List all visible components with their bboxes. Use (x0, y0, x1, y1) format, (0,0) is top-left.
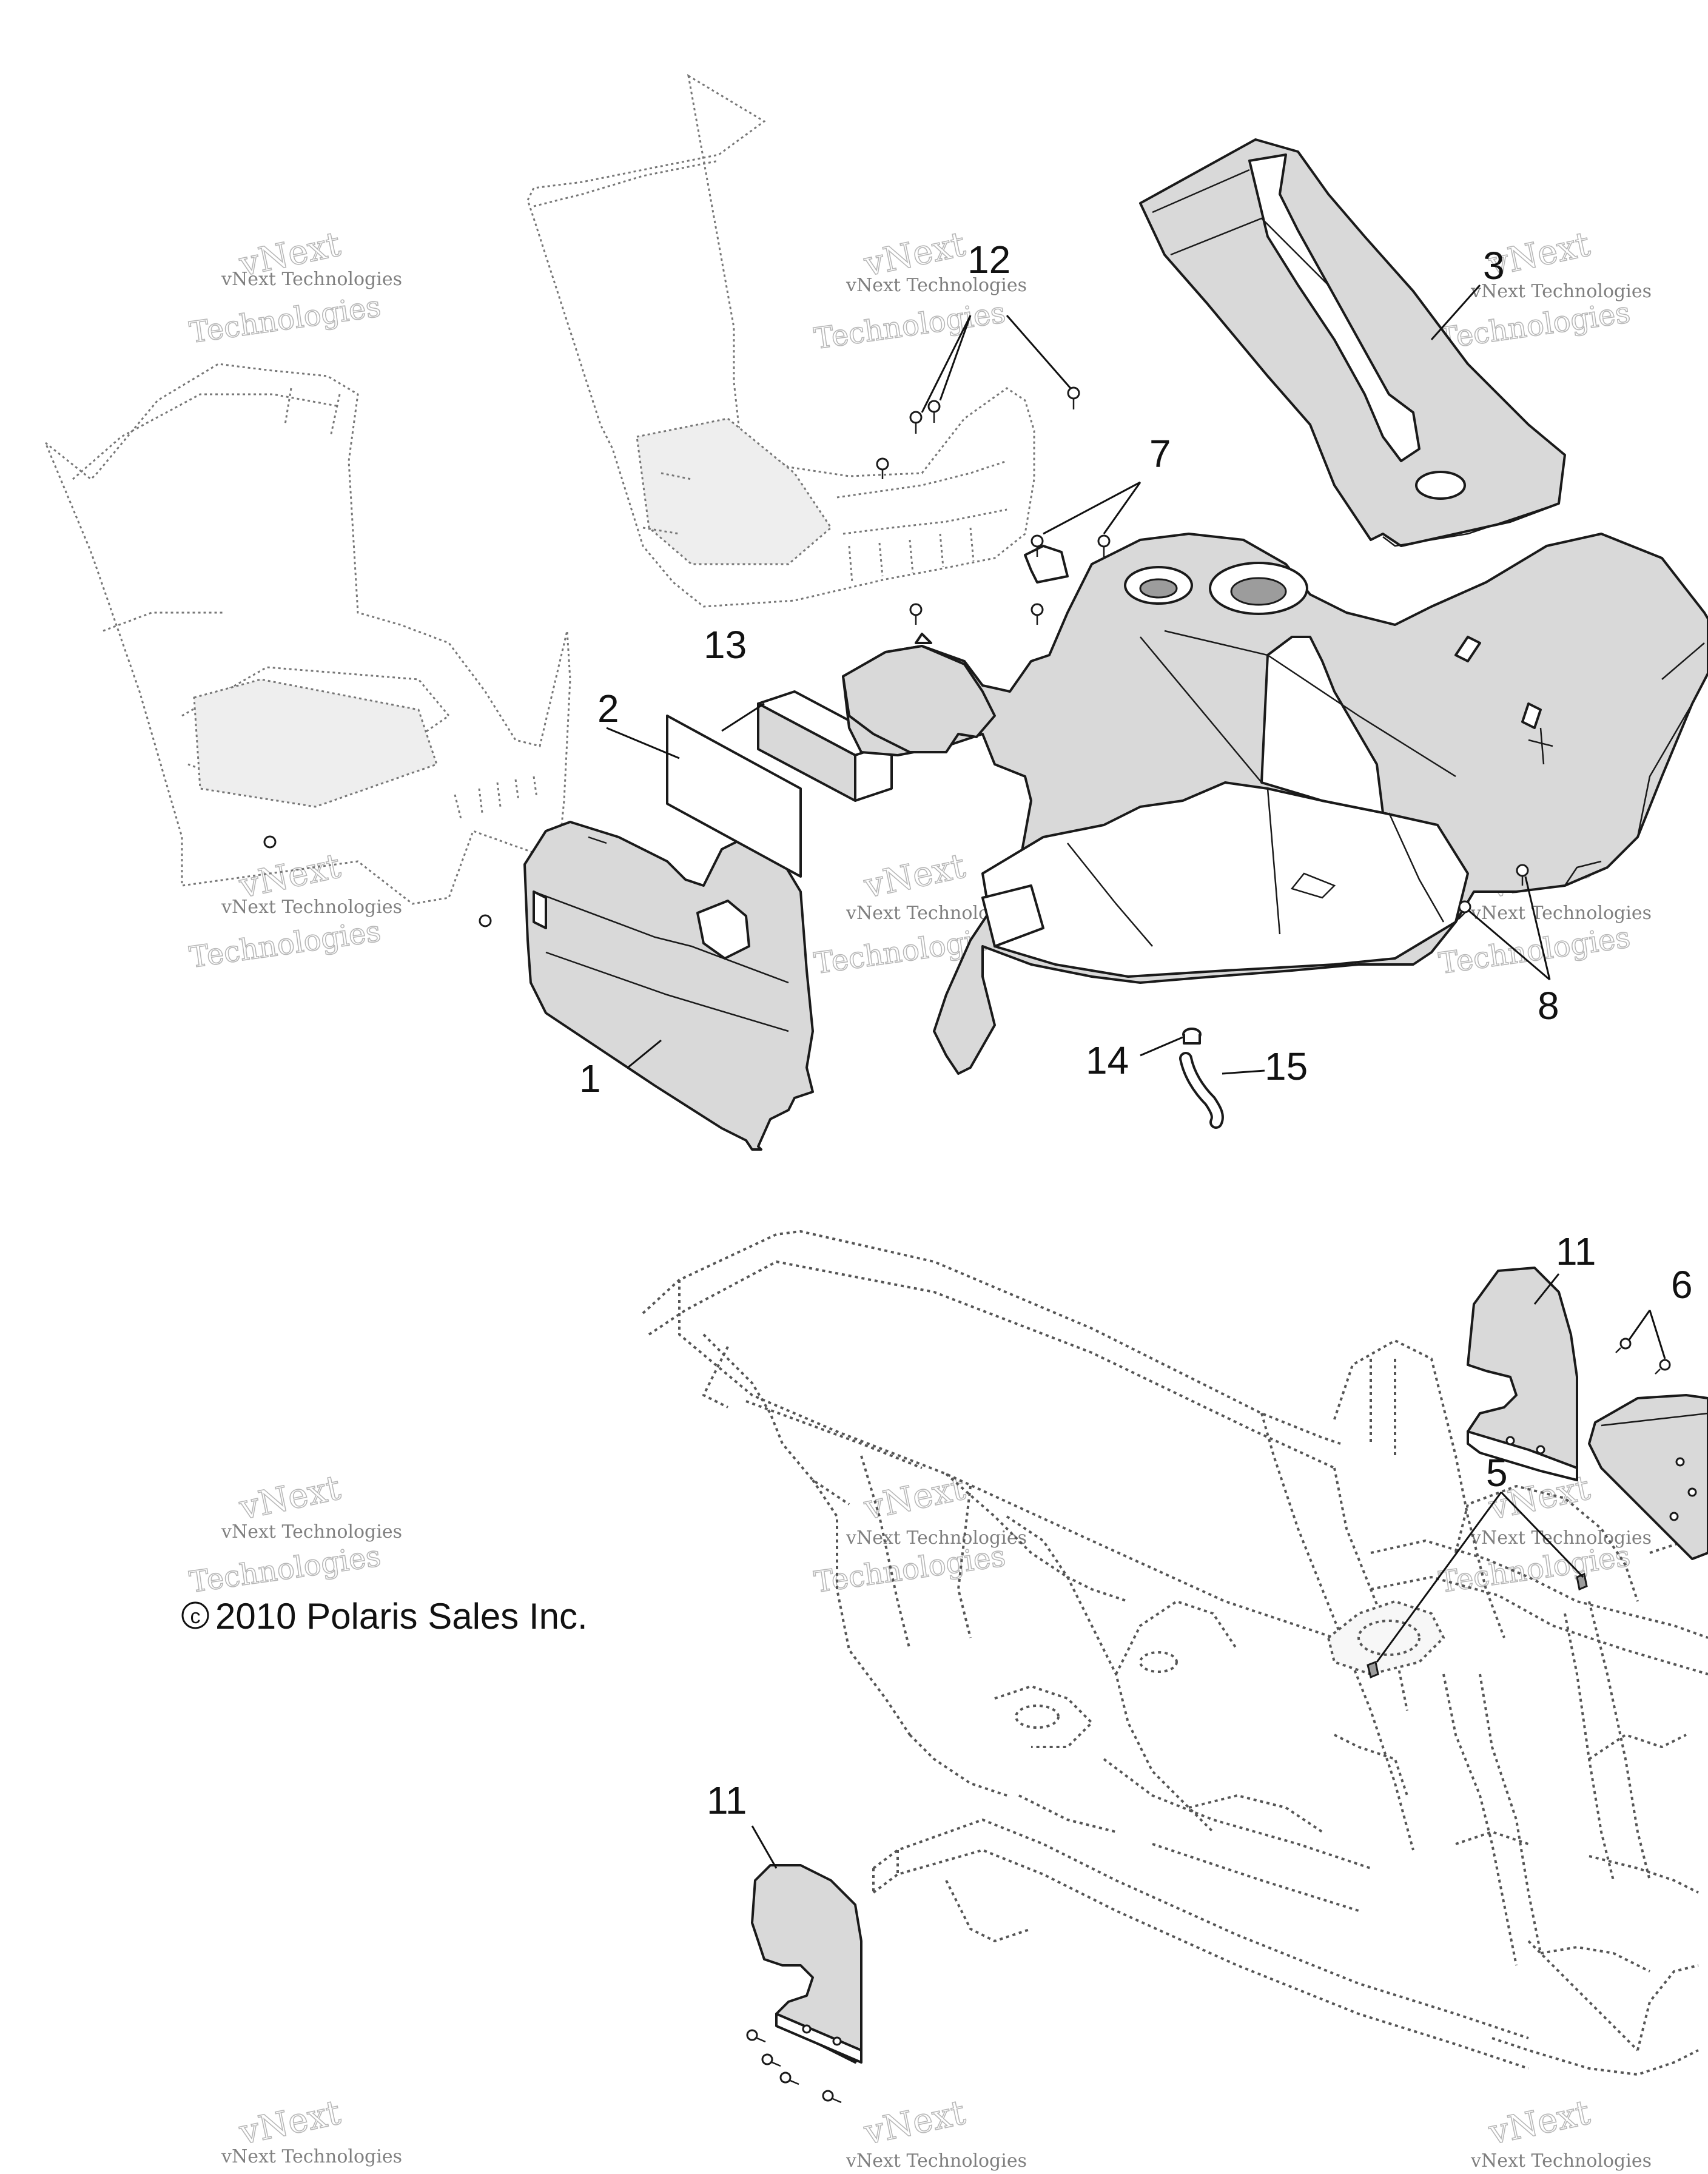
screw-icon (822, 2090, 842, 2104)
screw-icon (909, 411, 923, 434)
watermark-lower-center: vNext vNext Technologies Technologies (812, 1467, 1027, 1600)
copyright-symbol: c (190, 1605, 201, 1628)
main-rear-fender (842, 533, 1708, 1075)
watermark-text: vNext Technologies (221, 2146, 402, 2167)
watermark-vnext: vNext (860, 846, 969, 906)
fasteners (876, 386, 1529, 920)
callout-5: 5 (1486, 1451, 1508, 1495)
screw-icon (761, 2053, 781, 2067)
callouts: 1 2 3 5 6 7 8 11 11 12 13 14 15 (579, 238, 1693, 1822)
watermark-technologies: Technologies (812, 295, 1007, 356)
watermark-lower-left: vNext vNext Technologies Technologies (187, 1467, 402, 1600)
callout-6: 6 (1671, 1263, 1693, 1307)
screw-icon (927, 400, 941, 423)
skid-plate-right (1588, 1394, 1708, 1560)
callout-7: 7 (1149, 432, 1171, 476)
watermark-technologies: Technologies (1437, 920, 1632, 981)
screw-icon (746, 2029, 766, 2043)
watermark-technologies: Technologies (187, 1539, 383, 1600)
screw-icon (779, 2071, 799, 2085)
callout-11-lower: 11 (707, 1779, 747, 1822)
watermark-vnext: vNext (860, 2093, 969, 2153)
atv-frame (642, 1230, 1708, 2076)
screw-icon (1031, 534, 1044, 557)
watermark-text: vNext Technologies (221, 897, 402, 918)
screw-icon (909, 603, 923, 625)
screw-icon (1516, 864, 1529, 886)
front-flap-panel (842, 545, 1069, 753)
watermark-bottom-right: vNext vNext Technologies (1470, 2092, 1652, 2172)
watermark-technologies: Technologies (1437, 295, 1632, 356)
watermark-mid-left: vNext vNext Technologies Technologies (187, 846, 402, 975)
watermark-technologies: Technologies (187, 289, 383, 350)
callout-15: 15 (1265, 1045, 1308, 1088)
watermark-text: vNext Technologies (1470, 903, 1652, 924)
screw-icon (1458, 900, 1471, 920)
part-1-side-panel (523, 821, 814, 1151)
screw-icon (1067, 386, 1080, 409)
watermark-top-right: vNext vNext Technologies Technologies (1436, 224, 1652, 356)
part-2-decal (666, 715, 802, 878)
callout-3: 3 (1483, 244, 1505, 288)
callout-2: 2 (597, 687, 619, 730)
watermark-text: vNext Technologies (1470, 281, 1652, 302)
watermark-text: vNext Technologies (846, 2150, 1027, 2172)
callout-8: 8 (1538, 984, 1559, 1028)
watermark-text: vNext Technologies (221, 1521, 402, 1543)
screw-icon (263, 835, 277, 849)
copyright-text: 2010 Polaris Sales Inc. (215, 1596, 588, 1637)
watermark-top-left: vNext vNext Technologies Technologies (187, 224, 402, 350)
watermark-text: vNext Technologies (221, 269, 402, 290)
watermark-text: vNext Technologies (1470, 1527, 1652, 1549)
screw-icon (1031, 603, 1044, 625)
ghost-footwell-center (526, 74, 1035, 608)
screw-icon (1097, 534, 1111, 557)
screw-icon (1655, 1359, 1671, 1375)
part-11-shield-lower (746, 1864, 862, 2104)
part-3-seat-cover (1139, 138, 1566, 547)
copyright-circle-icon (181, 1601, 209, 1629)
callout-12: 12 (967, 238, 1010, 281)
watermark-text: vNext Technologies (846, 1527, 1027, 1549)
part-14-cap (1182, 1028, 1202, 1045)
callout-14: 14 (1086, 1038, 1129, 1082)
callout-13: 13 (704, 623, 747, 667)
callout-11-upper: 11 (1556, 1230, 1596, 1273)
watermark-text: vNext Technologies (846, 275, 1027, 296)
part-11-shield-upper (1467, 1267, 1578, 1481)
watermark-vnext: vNext (860, 1468, 969, 1528)
part-13-foam-block (757, 690, 893, 802)
copyright-notice: c 2010 Polaris Sales Inc. (181, 1596, 588, 1637)
watermark-technologies: Technologies (187, 914, 383, 975)
screw-icon (876, 457, 889, 479)
watermark-vnext: vNext (235, 2093, 344, 2153)
leader-lines (606, 284, 1666, 1869)
watermark-vnext: vNext (235, 1468, 344, 1528)
callout-1: 1 (579, 1057, 601, 1100)
watermark-vnext: vNext (1485, 2093, 1593, 2153)
watermark-bottom-center: vNext vNext Technologies (846, 2092, 1027, 2172)
watermark-bottom-left: vNext vNext Technologies (221, 2092, 402, 2167)
part-15-hose (1179, 1052, 1224, 1129)
part-6-screws (1615, 1338, 1671, 1375)
screw-icon (1615, 1338, 1632, 1353)
ghost-footwell-left (44, 363, 571, 927)
screw-icon (479, 914, 492, 927)
watermark-text: vNext Technologies (1470, 2150, 1652, 2172)
